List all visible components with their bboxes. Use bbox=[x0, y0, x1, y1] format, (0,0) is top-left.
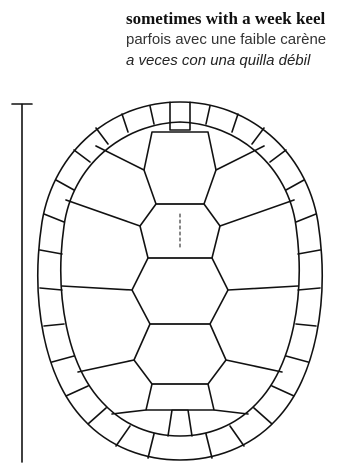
marginal-scutes-right bbox=[205, 105, 321, 459]
costal-scutes-left bbox=[61, 145, 147, 415]
marginal-scute-boundary bbox=[60, 121, 300, 437]
marginal-scutes-left bbox=[39, 105, 155, 459]
length-scale-bar bbox=[11, 103, 33, 463]
caption-french: parfois avec une faible carène bbox=[126, 31, 327, 48]
caption-spanish: a veces con una quilla débil bbox=[126, 52, 311, 69]
caption-english: sometimes with a week keel bbox=[126, 9, 326, 28]
nuchal-scute bbox=[169, 101, 191, 131]
vertebral-scutes bbox=[131, 131, 229, 411]
caption-block: sometimes with a week keel parfois avec … bbox=[126, 8, 344, 71]
costal-scutes-right bbox=[213, 145, 299, 415]
supracaudal-scute bbox=[167, 409, 193, 437]
carapace-outline bbox=[37, 101, 323, 461]
